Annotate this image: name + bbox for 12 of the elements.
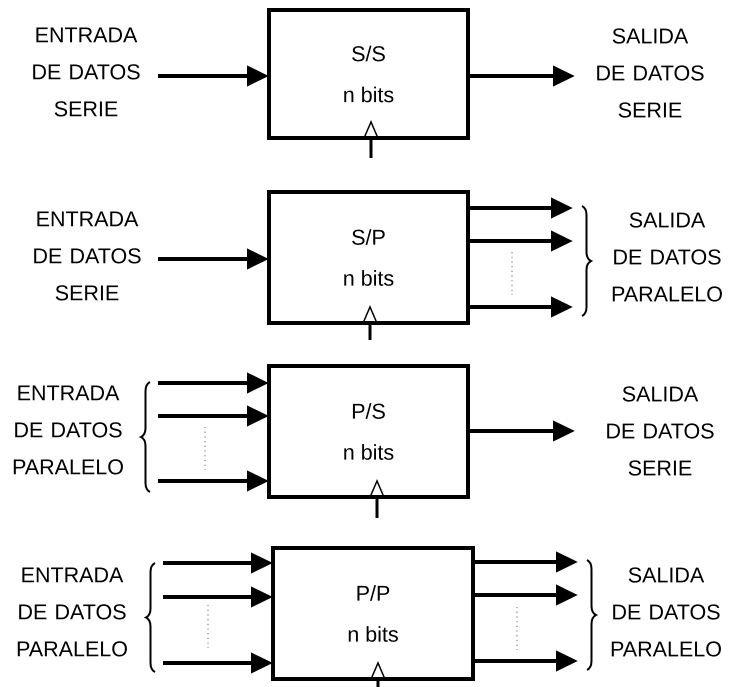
data-label: ENTRADA DE DATOS SERIE — [34, 212, 141, 300]
register-box: S/S n bits — [267, 8, 470, 140]
data-label: SALIDA DE DATOS PARALELO — [612, 567, 721, 657]
data-label: ENTRADA DE DATOS SERIE — [33, 28, 140, 116]
register-box: P/S n bits — [267, 364, 470, 499]
data-label: SALIDA DE DATOS SERIE — [607, 386, 714, 476]
register-box: P/P n bits — [271, 546, 475, 681]
data-label: ENTRADA DE DATOS PARALELO — [18, 567, 127, 656]
register-box: S/P n bits — [267, 190, 470, 325]
data-label: SALIDA DE DATOS SERIE — [597, 28, 704, 118]
data-label: ENTRADA DE DATOS PARALELO — [14, 385, 123, 474]
data-label: SALIDA DE DATOS PARALELO — [612, 212, 722, 302]
